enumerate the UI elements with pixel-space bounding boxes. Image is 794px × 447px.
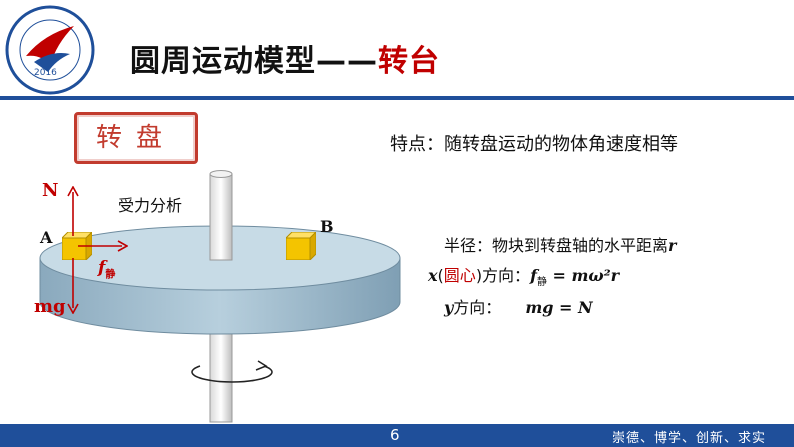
turntable-diagram: [0, 160, 420, 424]
friction-symbol: f: [98, 258, 106, 278]
y-var: y: [444, 298, 454, 317]
friction-force-arrow: [78, 238, 129, 252]
feature-text: 特点：随转盘运动的物体角速度相等: [390, 134, 678, 155]
x-open: (: [437, 266, 444, 285]
radius-text: 半径：物块到转盘轴的水平距离: [444, 236, 669, 255]
label-normal-force: N: [42, 180, 59, 201]
stamp-label: 转盘: [74, 112, 198, 164]
x-friction-symbol: f: [530, 266, 537, 285]
radius-equation: 半径：物块到转盘轴的水平距离r: [444, 232, 676, 256]
page-number: 6: [390, 426, 400, 444]
force-analysis-label: 受力分析: [118, 196, 183, 215]
radius-var: r: [668, 236, 677, 255]
school-logo: [4, 4, 96, 96]
logo-year: 2016: [34, 68, 57, 78]
school-motto: 崇德、博学、创新、求实: [612, 431, 767, 446]
friction-subscript: 静: [105, 269, 116, 281]
y-direction-text: 方向：: [453, 298, 502, 317]
y-rhs: mg = N: [525, 298, 593, 317]
y-direction-equation: y方向： mg = N: [444, 294, 593, 318]
x-var: x: [428, 266, 438, 285]
gravity-force-arrow: [66, 258, 80, 315]
label-static-friction: f静: [98, 258, 115, 280]
x-direction-text: )方向：: [475, 266, 531, 285]
x-rhs: = mω²r: [546, 266, 620, 285]
label-gravity: mg: [34, 296, 66, 317]
block-b: [284, 230, 318, 262]
footer-bar: [0, 424, 794, 447]
x-friction-subscript: 静: [536, 277, 547, 289]
x-center: 圆心: [443, 266, 476, 285]
label-block-a: A: [40, 228, 53, 247]
title-accent-text: 转台: [378, 44, 440, 79]
label-block-b: B: [320, 217, 334, 236]
title-main-text: 圆周运动模型——: [130, 44, 378, 79]
x-direction-equation: x(圆心)方向：f静 = mω²r: [428, 262, 619, 288]
header-divider: [0, 96, 794, 100]
page-title: 圆周运动模型——转台: [130, 36, 440, 80]
normal-force-arrow: [66, 185, 80, 238]
